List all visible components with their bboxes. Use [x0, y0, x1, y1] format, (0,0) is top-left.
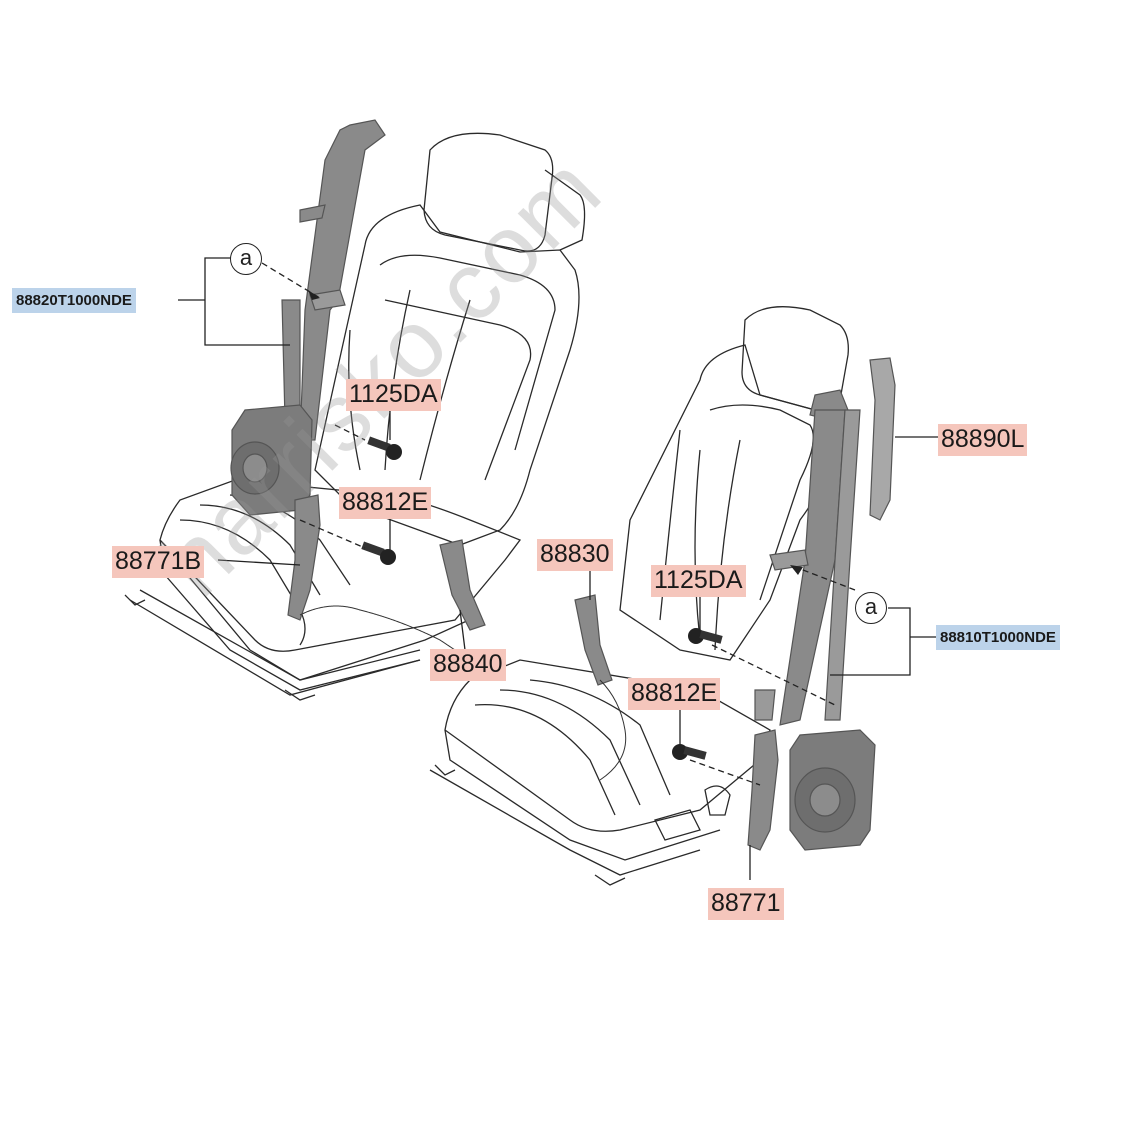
right-seat	[429, 306, 849, 886]
left-seat	[124, 132, 586, 701]
part-label-buckle-left[interactable]: 88840	[430, 649, 506, 681]
reference-marker-right: a	[855, 592, 887, 624]
right-bolt-upper	[688, 628, 723, 644]
left-bolt-upper	[367, 436, 402, 460]
left-seat-belt	[230, 119, 486, 631]
assembly-label-right-belt[interactable]: 88810T1000NDE	[936, 625, 1060, 650]
part-label-buckle-anchor-right[interactable]: 88771	[708, 888, 784, 920]
left-wire-harness	[299, 605, 471, 661]
part-label-bolt-upper-right[interactable]: 1125DA	[651, 565, 746, 597]
part-label-height-adjuster[interactable]: 88890L	[938, 424, 1028, 456]
right-wire-harness	[599, 679, 627, 781]
right-bolt-lower	[672, 744, 707, 760]
right-seat-belt	[574, 357, 896, 851]
left-bolt-lower	[361, 541, 396, 565]
part-label-buckle-anchor-left[interactable]: 88771B	[112, 546, 205, 578]
part-label-bolt-lower-left[interactable]: 88812E	[339, 487, 432, 519]
reference-marker-left: a	[230, 243, 262, 275]
part-label-bolt-upper-left[interactable]: 1125DA	[346, 379, 441, 411]
assembly-label-left-belt[interactable]: 88820T1000NDE	[12, 288, 136, 313]
leader-lines	[178, 257, 938, 880]
part-label-bolt-lower-right[interactable]: 88812E	[628, 678, 721, 710]
part-label-buckle-right[interactable]: 88830	[537, 539, 613, 571]
